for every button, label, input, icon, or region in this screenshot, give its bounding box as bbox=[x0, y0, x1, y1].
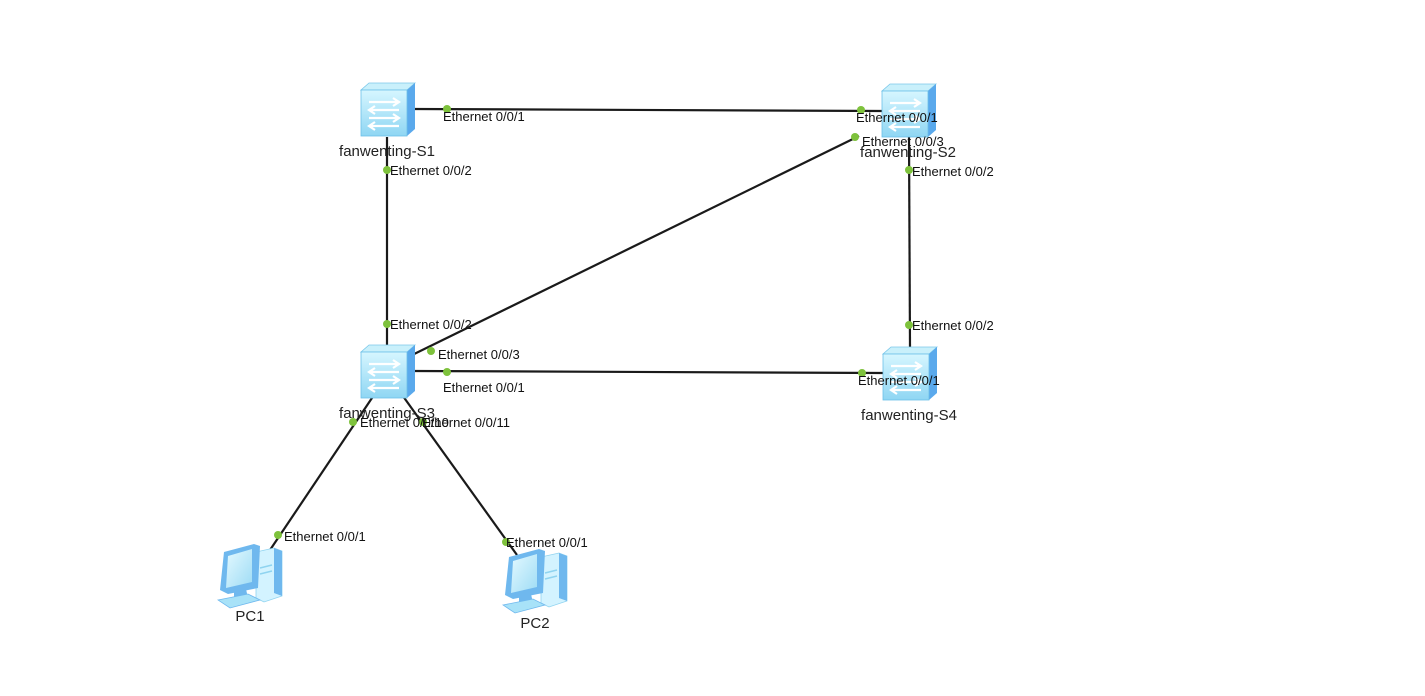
port-label-s2: Ethernet 0/0/3 bbox=[862, 134, 944, 149]
port-label-pc2: Ethernet 0/0/1 bbox=[506, 535, 588, 550]
switch-icon[interactable] bbox=[359, 344, 417, 399]
port-label-pc1: Ethernet 0/0/1 bbox=[284, 529, 366, 544]
port-dot[interactable] bbox=[419, 418, 427, 426]
pc-icon[interactable] bbox=[501, 549, 568, 614]
link-s2-s3[interactable] bbox=[405, 135, 860, 359]
pc-icon[interactable] bbox=[216, 544, 283, 609]
device-label-pc1: PC1 bbox=[235, 608, 264, 625]
port-dot[interactable] bbox=[502, 538, 510, 546]
port-label-s3: Ethernet 0/0/10 bbox=[360, 415, 449, 430]
port-label-s1: Ethernet 0/0/2 bbox=[390, 163, 472, 178]
port-dot[interactable] bbox=[905, 166, 913, 174]
port-dot[interactable] bbox=[349, 418, 357, 426]
port-dot[interactable] bbox=[427, 347, 435, 355]
port-label-s3: Ethernet 0/0/3 bbox=[438, 347, 520, 362]
switch-icon[interactable] bbox=[359, 82, 417, 137]
link-s3-s4[interactable] bbox=[412, 369, 884, 375]
port-dot[interactable] bbox=[851, 133, 859, 141]
port-dot[interactable] bbox=[443, 105, 451, 113]
port-label-s3: Ethernet 0/0/1 bbox=[443, 380, 525, 395]
port-label-s3: Ethernet 0/0/11 bbox=[422, 415, 510, 430]
port-dot[interactable] bbox=[274, 531, 282, 539]
port-label-s4: Ethernet 0/0/1 bbox=[858, 373, 940, 388]
port-label-s3: Ethernet 0/0/2 bbox=[390, 317, 472, 332]
port-label-s2: Ethernet 0/0/1 bbox=[856, 110, 938, 125]
device-label-s3: fanwenting-S3 bbox=[339, 405, 435, 422]
port-dot[interactable] bbox=[383, 320, 391, 328]
device-label-s2: fanwenting-S2 bbox=[860, 144, 956, 161]
port-dot[interactable] bbox=[383, 166, 391, 174]
port-dot[interactable] bbox=[443, 368, 451, 376]
link-s3-pc1[interactable] bbox=[269, 391, 377, 551]
port-label-s2: Ethernet 0/0/2 bbox=[912, 164, 994, 179]
device-label-s4: fanwenting-S4 bbox=[861, 407, 957, 424]
link-s3-pc2[interactable] bbox=[399, 391, 518, 556]
port-dot[interactable] bbox=[858, 369, 866, 377]
switch-icon[interactable] bbox=[881, 346, 939, 401]
port-label-s1: Ethernet 0/0/1 bbox=[443, 109, 525, 124]
switch-icon[interactable] bbox=[880, 83, 938, 138]
port-dot[interactable] bbox=[857, 106, 865, 114]
port-label-s4: Ethernet 0/0/2 bbox=[912, 318, 994, 333]
device-label-s1: fanwenting-S1 bbox=[339, 143, 435, 160]
link-s1-s2[interactable] bbox=[412, 107, 883, 113]
port-dot[interactable] bbox=[905, 321, 913, 329]
device-label-pc2: PC2 bbox=[520, 615, 549, 632]
